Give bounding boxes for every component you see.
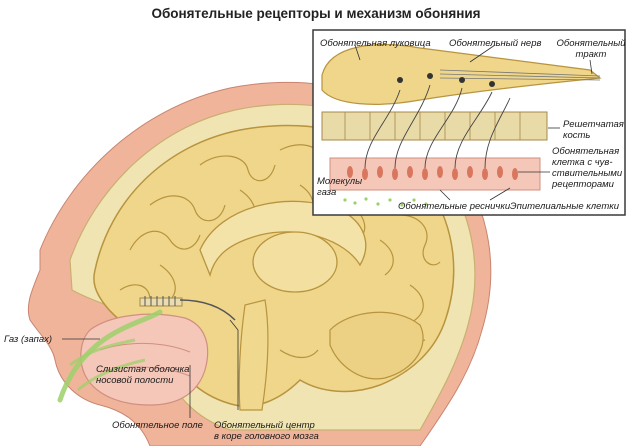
cerebellum <box>329 311 424 380</box>
label-receptor-cell: Обонятельная клетка с чув- ствительными … <box>552 146 622 190</box>
inset-leader-lines <box>354 44 593 201</box>
label-nasal-mucosa: Слизистая оболочка носовой полости <box>96 364 189 386</box>
label-olfactory-tract-line1: Обонятельный <box>556 38 626 49</box>
olfactory-tract-head <box>179 299 236 321</box>
inset-receptor-cells <box>347 166 518 180</box>
label-epithelial-cells: Эпителиальные клетки <box>510 201 619 212</box>
label-olfactory-tract-line2: тракт <box>575 49 607 60</box>
label-receptor-cell-line3: ствительными <box>552 168 623 179</box>
label-olfactory-bulb: Обонятельная луковица <box>320 38 431 49</box>
label-olfactory-center-line1: Обонятельный центр <box>214 420 315 431</box>
label-olfactory-cilia: Обонятельные реснички <box>398 201 511 212</box>
label-ethmoid-bone-line1: Решетчатая <box>563 119 624 130</box>
corpus-callosum <box>199 200 367 278</box>
label-olfactory-nerve: Обонятельный нерв <box>449 38 542 49</box>
inset-mitral-cells <box>397 73 495 87</box>
label-ethmoid-bone: Решетчатая кость <box>563 119 624 141</box>
label-olfactory-tract: Обонятельный тракт <box>556 38 626 60</box>
label-gas-smell: Газ (запах) <box>4 334 53 345</box>
inset-gas-molecules <box>343 197 428 207</box>
label-olfactory-center-line2: в коре головного мозга <box>214 431 319 442</box>
label-receptor-cell-line4: рецепторами <box>552 179 614 190</box>
page-title: Обонятельные рецепторы и механизм обонян… <box>151 6 481 21</box>
brainstem <box>238 299 269 411</box>
label-ethmoid-bone-line2: кость <box>563 130 591 141</box>
inset-nerve-fibers <box>364 84 511 169</box>
thalamus <box>252 231 338 293</box>
olfactory-fibers-head <box>144 296 176 306</box>
label-receptor-cell-line1: Обонятельная <box>552 146 620 157</box>
inset-tract-fibers <box>439 69 601 81</box>
label-receptor-cell-line2: клетка с чув- <box>552 157 613 168</box>
label-nasal-mucosa-line1: Слизистая оболочка <box>96 364 190 375</box>
label-gas-molecules: Молекулы газа <box>317 176 362 198</box>
gas-flow-path <box>57 309 163 403</box>
label-olfactory-field: Обонятельное поле <box>112 420 203 431</box>
label-gas-molecules-line2: газа <box>317 187 337 198</box>
cribriform-plate-head <box>139 297 183 307</box>
leader-lines <box>62 319 239 418</box>
label-gas-molecules-line1: Молекулы <box>317 176 363 187</box>
inset-ethmoid-bone <box>321 111 548 141</box>
label-nasal-mucosa-line2: носовой полости <box>96 375 174 386</box>
label-olfactory-center: Обонятельный центр в коре головного мозг… <box>214 420 319 442</box>
